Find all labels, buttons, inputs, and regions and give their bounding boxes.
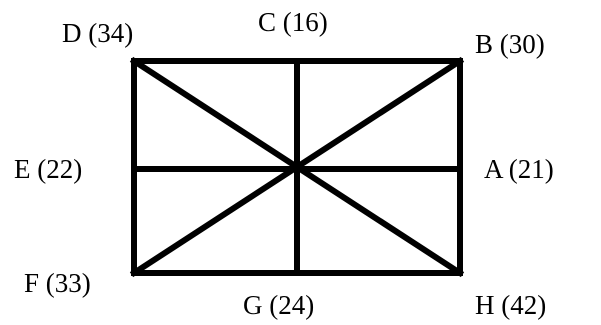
node-label-e: E (22) — [14, 154, 82, 184]
node-label-h: H (42) — [475, 290, 546, 320]
node-label-g: G (24) — [243, 290, 314, 320]
node-label-b: B (30) — [475, 29, 545, 59]
node-label-c: C (16) — [258, 7, 328, 37]
node-label-a: A (21) — [484, 154, 554, 184]
edge-b-f — [129, 56, 465, 278]
node-label-f: F (33) — [24, 268, 91, 298]
node-label-d: D (34) — [62, 18, 133, 48]
